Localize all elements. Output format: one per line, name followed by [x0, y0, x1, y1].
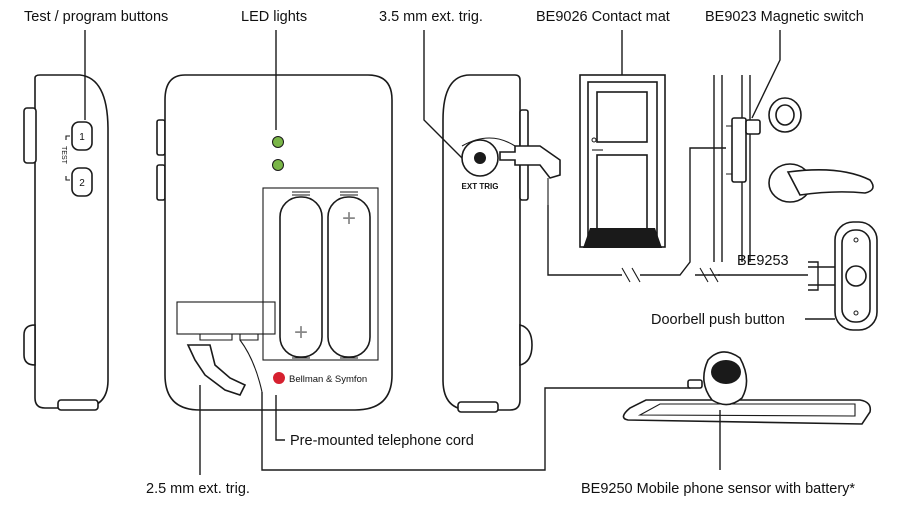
test-button-1[interactable]: 1 [71, 121, 93, 151]
device-side-view: 1 2 TEST [23, 74, 109, 411]
leader-magnetic-switch [751, 30, 781, 119]
ext-trig-jack-label: EXT TRIG [462, 182, 499, 191]
battery-plus-top: + [342, 205, 356, 232]
wire-magnetic-switch [640, 147, 726, 276]
led-light-1 [272, 136, 284, 148]
contact-mat [583, 228, 662, 248]
svg-text:1: 1 [79, 132, 85, 143]
leader-telephone-cord [275, 395, 285, 441]
label-contact-mat: BE9026 Contact mat [536, 9, 670, 25]
leader-3-5mm [423, 30, 463, 159]
label-led-lights: LED lights [241, 9, 307, 25]
plug-3-5mm [499, 145, 561, 179]
brand-logo [273, 372, 285, 384]
battery-plus-bottom: + [294, 319, 308, 346]
brand-name: Bellman & Symfon [289, 374, 367, 385]
label-doorbell-push-button: Doorbell push button [651, 312, 785, 328]
magnetic-switch-assembly [713, 75, 874, 262]
battery-compartment [262, 187, 379, 361]
mobile-phone [622, 399, 872, 425]
battery-2 [327, 196, 371, 358]
battery-1 [279, 196, 323, 358]
test-label: TEST [60, 146, 67, 165]
label-telephone-cord: Pre-mounted telephone cord [290, 433, 474, 449]
label-magnetic-switch: BE9023 Magnetic switch [705, 9, 864, 25]
label-test-program-buttons: Test / program buttons [24, 9, 168, 25]
magnetic-switch [731, 117, 747, 183]
device-side-view-right: EXT TRIG [442, 74, 561, 413]
test-button-2[interactable]: 2 [71, 167, 93, 197]
label-mobile-sensor: BE9250 Mobile phone sensor with battery* [581, 481, 855, 497]
doorbell-push-button [808, 221, 878, 331]
contact-mat-door [579, 74, 666, 248]
label-2-5mm-ext-trig: 2.5 mm ext. trig. [146, 481, 250, 497]
svg-text:2: 2 [79, 178, 85, 189]
wire-contact-mat [547, 205, 622, 276]
mobile-phone-sensor [622, 351, 872, 425]
label-3-5mm-ext-trig: 3.5 mm ext. trig. [379, 9, 483, 25]
label-be9253: BE9253 [737, 253, 789, 269]
device-front-view: + + Bellman & Symfon [156, 74, 393, 411]
led-light-2 [272, 159, 284, 171]
plug-2-5mm [186, 344, 247, 396]
